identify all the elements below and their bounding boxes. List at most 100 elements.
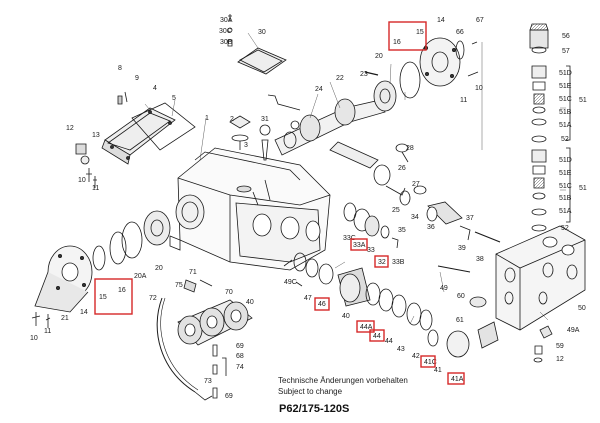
oil-cover	[101, 91, 196, 165]
part-label: 11	[460, 97, 467, 104]
connecting-rods	[329, 141, 427, 196]
highlight-33a	[350, 238, 368, 251]
highlight-44a	[356, 320, 375, 333]
part-label: 56	[562, 33, 570, 40]
part-label: 51D	[559, 70, 572, 77]
pump-head	[469, 225, 586, 363]
part-label: 41C	[424, 359, 437, 366]
highlight-15-16-top	[388, 21, 427, 51]
oil-sight-plate	[227, 14, 287, 75]
part-label: 75	[175, 282, 183, 289]
part-label: 32	[378, 259, 386, 266]
part-label: 67	[476, 17, 484, 24]
part-label: 15	[416, 29, 424, 36]
part-label: 20A	[134, 273, 147, 280]
part-label: 59	[556, 343, 564, 350]
part-label: 12	[556, 356, 564, 363]
part-label: 51C	[559, 96, 572, 103]
part-label: 51	[579, 185, 587, 192]
model-code: P62/175-120S	[279, 403, 350, 415]
part-label: 26	[398, 165, 406, 172]
part-label: 39	[458, 245, 466, 252]
part-label: 15	[99, 294, 107, 301]
part-label: 33C	[343, 235, 356, 242]
part-label: 73	[204, 378, 212, 385]
part-label: 70	[225, 289, 233, 296]
part-label: 51D	[559, 157, 572, 164]
part-label: 74	[236, 364, 244, 371]
part-label: 33A	[353, 242, 366, 249]
seal-packing-stack	[293, 252, 471, 358]
part-label: 21	[61, 315, 69, 322]
crankcase-housing	[169, 147, 331, 271]
crankshaft	[267, 71, 386, 156]
part-label: 10	[78, 177, 86, 184]
part-label: 4	[153, 85, 157, 92]
highlight-boxes	[94, 21, 465, 385]
part-label: 36	[427, 224, 435, 231]
part-label: 33B	[392, 259, 405, 266]
part-label: 20	[375, 53, 383, 60]
part-label: 61	[456, 317, 464, 324]
part-label: 11	[92, 185, 99, 192]
part-label: 50	[578, 305, 586, 312]
part-label: 10	[30, 335, 38, 342]
part-label: 51B	[559, 109, 572, 116]
part-label: 69	[236, 343, 244, 350]
part-label: 24	[315, 86, 323, 93]
part-label: 23	[360, 71, 368, 78]
part-label: 28	[406, 145, 414, 152]
part-label: 2	[230, 116, 234, 123]
highlight-32	[374, 255, 389, 268]
part-label: 14	[80, 309, 88, 316]
part-label: 16	[118, 287, 126, 294]
part-label: 16	[393, 39, 401, 46]
highlight-44	[369, 329, 385, 342]
part-label: 11	[44, 328, 51, 335]
part-label: 49C	[284, 279, 297, 286]
part-label: 44	[385, 338, 393, 345]
part-label: 42	[412, 353, 420, 360]
part-label: 30A	[220, 17, 233, 24]
part-label: 25	[392, 207, 400, 214]
plunger-parts	[343, 190, 501, 249]
highlight-41c	[420, 355, 436, 368]
part-label: 51A	[559, 208, 572, 215]
part-label: 9	[135, 75, 139, 82]
part-label: 51B	[559, 195, 572, 202]
drain-plug-parts	[75, 143, 97, 188]
part-label: 69	[225, 393, 233, 400]
leader-lines	[144, 32, 566, 325]
part-label: 51	[579, 97, 587, 104]
part-label: 3	[244, 142, 248, 149]
bolts	[31, 259, 303, 328]
part-label: 30B	[220, 39, 233, 46]
part-label: 68	[236, 353, 244, 360]
part-label: 52	[561, 225, 569, 232]
bearing-cover-left	[34, 210, 171, 313]
part-label: 38	[476, 256, 484, 263]
part-label: 40	[246, 299, 254, 306]
part-label: 41A	[451, 376, 464, 383]
part-label: 49A	[567, 327, 580, 334]
part-label: 51A	[559, 122, 572, 129]
part-label: 44	[373, 333, 381, 340]
part-label: 30	[258, 29, 266, 36]
part-label: 5	[172, 95, 176, 102]
part-label: 27	[412, 181, 420, 188]
part-label: 30C	[219, 28, 232, 35]
part-label: 34	[411, 214, 419, 221]
part-label: 57	[562, 48, 570, 55]
part-label: 51E	[559, 83, 572, 90]
part-label: 51C	[559, 183, 572, 190]
part-label: 13	[92, 132, 100, 139]
main-bearing-top	[373, 37, 479, 112]
part-label: 66	[456, 29, 464, 36]
change-notice-english: Subject to change	[278, 387, 343, 396]
highlight-15-16-bottom	[94, 278, 133, 315]
part-label: 31	[261, 116, 269, 123]
unloader-assembly	[156, 279, 253, 401]
part-label: 49	[440, 285, 448, 292]
part-label: 40	[342, 313, 350, 320]
